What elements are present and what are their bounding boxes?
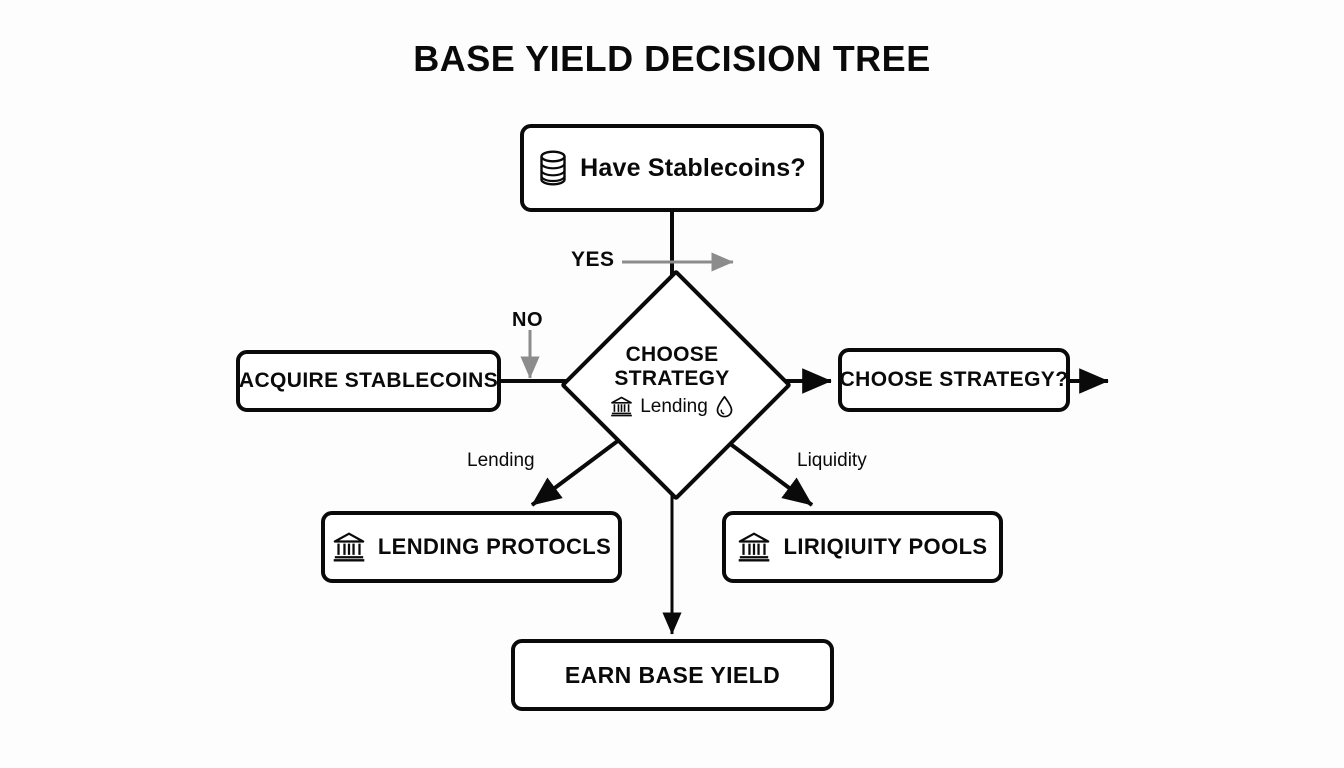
edge-diamond-to-liquidity-pools: [715, 432, 814, 507]
droplet-icon: [716, 396, 733, 418]
diamond-title-line-1: CHOOSE: [625, 342, 719, 366]
node-choose-strategy-diamond[interactable]: CHOOSE STRATEGY Lending: [560, 269, 792, 501]
page-title: BASE YIELD DECISION TREE: [413, 38, 931, 79]
node-liquidity-pools[interactable]: LIRIQIUITY POOLS: [722, 511, 1003, 583]
node-label: Have Stablecoins?: [580, 153, 806, 182]
node-label: EARN BASE YIELD: [564, 661, 781, 688]
node-have-stablecoins[interactable]: Have Stablecoins?: [520, 124, 824, 212]
diamond-sub-label: Lending: [640, 395, 708, 417]
edge-label-liquidity: Liquidity: [797, 450, 867, 471]
edge-diamond-to-lending-protocols: [530, 432, 629, 507]
diamond-content: CHOOSE STRATEGY Lending: [563, 272, 781, 490]
diamond-subrow: Lending: [610, 395, 734, 418]
edge-label-no: NO: [512, 309, 543, 331]
bank-icon: [611, 396, 633, 417]
bank-icon: [739, 532, 770, 562]
node-label: LIRIQIUITY POOLS: [783, 534, 988, 559]
node-earn-base-yield[interactable]: EARN BASE YIELD: [511, 639, 834, 711]
node-lending-protocols[interactable]: LENDING PROTOCLS: [321, 511, 622, 583]
node-acquire-stablecoins[interactable]: ACQUIRE STABLECOINS: [236, 350, 501, 412]
diamond-title-line-2: STRATEGY: [614, 366, 730, 390]
bank-icon: [333, 532, 365, 562]
edge-label-yes: YES: [571, 248, 615, 271]
edge-label-lending: Lending: [467, 450, 535, 471]
coin-stack-icon: [540, 150, 566, 186]
node-choose-strategy-question[interactable]: CHOOSE STRATEGY?: [838, 348, 1070, 412]
node-label: CHOOSE STRATEGY?: [839, 368, 1069, 391]
node-label: LENDING PROTOCLS: [377, 534, 612, 559]
node-label: ACQUIRE STABLECOINS: [238, 369, 499, 392]
